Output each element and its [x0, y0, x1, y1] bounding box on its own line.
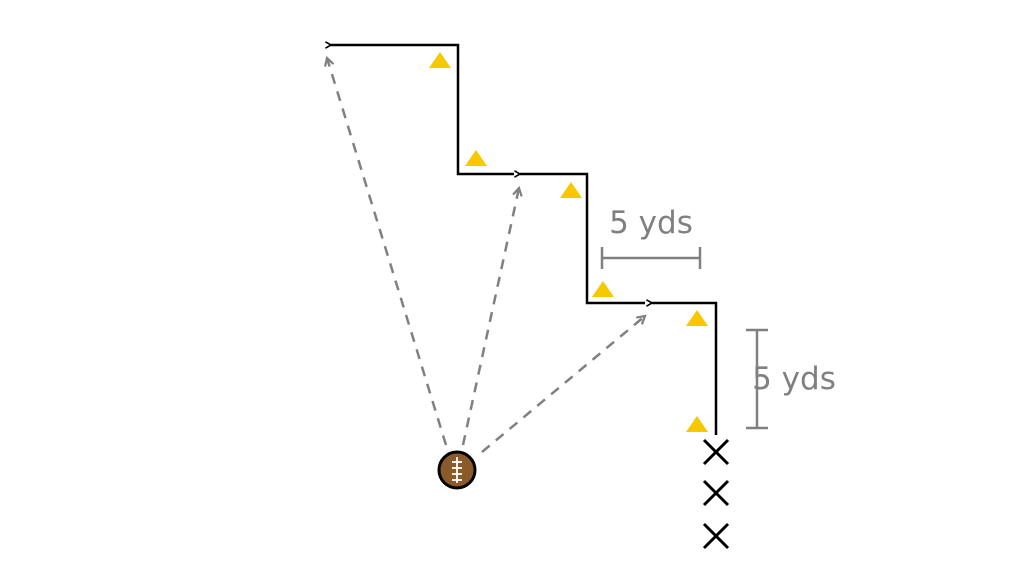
x-marker-icon — [702, 438, 730, 466]
cone-triangle-icon — [560, 182, 582, 198]
x-marker-icon — [702, 479, 730, 507]
route-segment-3 — [331, 45, 514, 176]
pass-arrow-2 — [461, 188, 519, 446]
horizontal-measure — [600, 247, 702, 269]
football-icon — [437, 450, 477, 490]
x-marker-icon — [702, 522, 730, 550]
passes — [327, 58, 645, 453]
route-segment-1 — [652, 303, 718, 435]
cone-triangle-icon — [592, 281, 614, 297]
vertical-distance-label: 5 yds — [752, 361, 836, 397]
cone-triangle-icon — [686, 310, 708, 326]
cones — [429, 52, 708, 432]
route — [331, 45, 718, 435]
cone-triangle-icon — [686, 416, 708, 432]
pass-arrow-1 — [327, 58, 448, 446]
cone-triangle-icon — [465, 150, 487, 166]
players — [702, 438, 730, 550]
cone-triangle-icon — [429, 52, 451, 68]
route-segment-2 — [520, 174, 645, 305]
horizontal-distance-label: 5 yds — [609, 205, 693, 241]
vertical-measure — [746, 328, 768, 430]
pass-arrow-3 — [481, 316, 645, 453]
